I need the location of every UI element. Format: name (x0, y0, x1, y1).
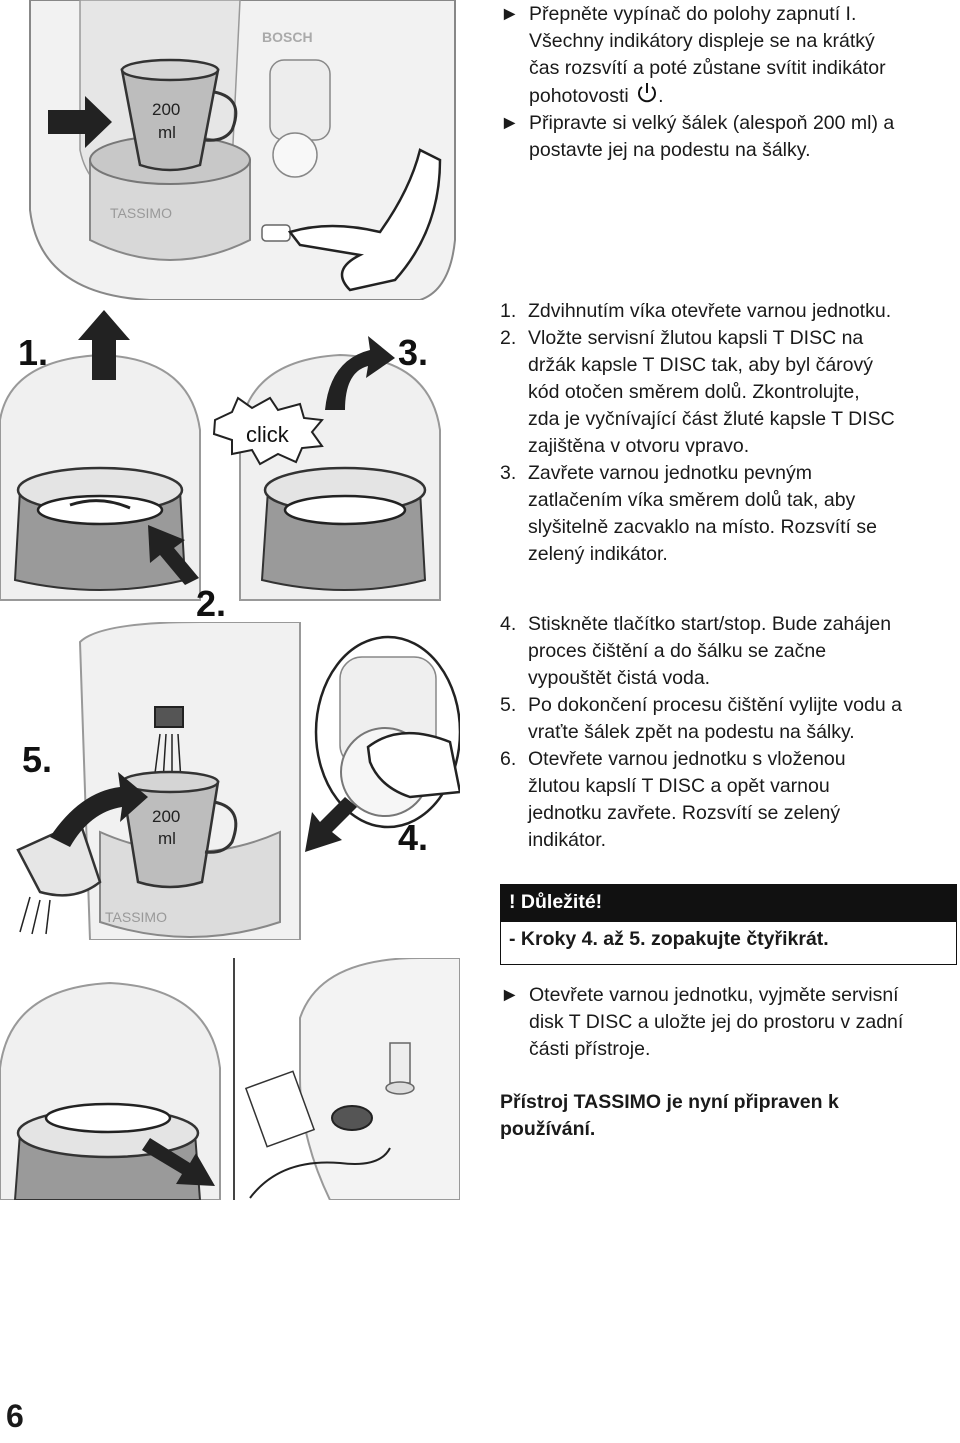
important-heading: ! Důležité! (501, 885, 956, 922)
steps-1-3: 1. Zdvihnutím víka otevřete varnou jedno… (500, 298, 955, 568)
step-line: Po dokončení procesu čištění vylijte vod… (528, 694, 902, 716)
instruction-line: čas rozsvítí a poté zůstane svítit indik… (529, 57, 886, 79)
steps-4-6: 4. Stiskněte tlačítko start/stop. Bude z… (500, 611, 955, 854)
arrow-press-icon (305, 797, 357, 852)
instruction-remove-disc: ► Otevřete varnou jednotku, vyjměte serv… (500, 982, 955, 1063)
step-number: 3. (500, 462, 517, 484)
pointer-triangle-icon: ► (500, 984, 520, 1006)
arrow-rotate-down-icon (325, 336, 395, 410)
instruction-prepare-cup: ► Připravte si velký šálek (alespoň 200 … (500, 110, 955, 164)
arrow-up-icon (78, 310, 130, 380)
step-line: jednotku zavřete. Rozsvítí se zelený (528, 802, 841, 824)
finger-icon-2 (366, 731, 460, 799)
step-number: 2. (500, 327, 517, 349)
pointer-triangle-icon: ► (500, 112, 520, 134)
cup-label-volume-2: 200 (152, 807, 180, 826)
final-instruction: ► Otevřete varnou jednotku, vyjměte serv… (500, 982, 955, 1063)
step-line: zelený indikátor. (528, 543, 668, 565)
step-number: 1. (500, 300, 517, 322)
instruction-line: Připravte si velký šálek (alespoň 200 ml… (529, 112, 895, 134)
cup-label-unit-2: ml (158, 829, 176, 848)
ready-line: Přístroj TASSIMO je nyní připraven k (500, 1091, 839, 1113)
illustration-cup-on-stand: BOSCH TASSIMO 200 ml (29, 0, 456, 300)
instruction-line: Všechny indikátory displeje se na krátký (529, 30, 875, 52)
important-notice: ! Důležité! - Kroky 4. až 5. zopakujte č… (500, 884, 957, 965)
step-line: kód otočen směrem dolů. Zkontrolujte, (528, 381, 860, 403)
power-standby-icon (638, 83, 657, 103)
cup-label-unit: ml (158, 123, 176, 142)
ready-line: používání. (500, 1118, 596, 1140)
instruction-line: pohotovosti . (529, 82, 955, 110)
step-3: 3. Zavřete varnou jednotku pevným zatlač… (500, 460, 955, 568)
illustration-steps-1-3: click 1. 2. 3. (0, 310, 441, 622)
illustration-remove-disc (0, 958, 460, 1200)
step-line: vypouštět čistá voda. (528, 667, 711, 689)
instruction-line: Otevřete varnou jednotku, vyjměte servis… (529, 984, 899, 1006)
pointer-triangle-icon: ► (500, 3, 520, 25)
fig-number-1: 1. (18, 332, 48, 373)
arrow-out-icon (142, 1138, 215, 1186)
step-line: vraťte šálek zpět na podestu na šálky. (528, 721, 855, 743)
step-5: 5. Po dokončení procesu čištění vylijte … (500, 692, 955, 746)
step-line: zatlačením víka směrem dolů tak, aby (528, 489, 856, 511)
instruction-line-text: pohotovosti (529, 85, 629, 107)
arrow-right-icon (48, 96, 112, 148)
step-line: proces čištění a do šálku se začne (528, 640, 827, 662)
step-line: Otevřete varnou jednotku s vloženou (528, 748, 846, 770)
step-number: 6. (500, 748, 517, 770)
ready-message: Přístroj TASSIMO je nyní připraven k pou… (500, 1089, 955, 1143)
fig-number-2: 2. (196, 583, 226, 622)
step-line: Zdvihnutím víka otevřete varnou jednotku… (528, 300, 892, 322)
step-line: Zavřete varnou jednotku pevným (528, 462, 812, 484)
step-line: žlutou kapslí T DISC a opět varnou (528, 775, 830, 797)
step-2: 2. Vložte servisní žlutou kapsli T DISC … (500, 325, 955, 460)
brand-tassimo-label-2: TASSIMO (105, 909, 167, 925)
instruction-switch-on: ► Přepněte vypínač do polohy zapnutí I. … (500, 1, 955, 110)
page-number: 6 (6, 1398, 24, 1434)
step-number: 5. (500, 694, 517, 716)
illustration-steps-4-5: 200 ml TASSIMO 5. 4. (16, 622, 460, 940)
arrow-diagonal-icon (148, 525, 199, 585)
instruction-line: postavte jej na podestu na šálky. (529, 139, 811, 161)
intro-instructions: ► Přepněte vypínač do polohy zapnutí I. … (500, 1, 955, 164)
step-6: 6. Otevřete varnou jednotku s vloženou ž… (500, 746, 955, 854)
click-label: click (246, 422, 290, 447)
instruction-line: části přístroje. (529, 1038, 651, 1060)
arrow-curve-icon (50, 772, 148, 847)
brand-tassimo-label: TASSIMO (110, 205, 172, 221)
step-4: 4. Stiskněte tlačítko start/stop. Bude z… (500, 611, 955, 692)
brand-bosch-label: BOSCH (262, 29, 313, 45)
important-text: - Kroky 4. až 5. zopakujte čtyřikrát. (509, 928, 829, 950)
finger-icon (287, 148, 442, 292)
step-line: držák kapsle T DISC tak, aby byl čárový (528, 354, 874, 376)
step-line: Stiskněte tlačítko start/stop. Bude zahá… (528, 613, 892, 635)
fig-number-4: 4. (398, 817, 428, 858)
step-line: slyšitelně zacvaklo na místo. Rozsvítí s… (528, 516, 877, 538)
step-line: indikátor. (528, 829, 607, 851)
step-line: zda je vyčnívající část žluté kapsle T D… (528, 408, 895, 430)
step-1: 1. Zdvihnutím víka otevřete varnou jedno… (500, 298, 955, 325)
fig-number-3: 3. (398, 332, 428, 373)
step-line: zajištěna v otvoru vpravo. (528, 435, 750, 457)
fig-number-5: 5. (22, 739, 52, 780)
instruction-line: Přepněte vypínač do polohy zapnutí I. (529, 3, 857, 25)
instruction-line: disk T DISC a uložte jej do prostoru v z… (529, 1011, 904, 1033)
cup-label-volume: 200 (152, 100, 180, 119)
step-number: 4. (500, 613, 517, 635)
step-line: Vložte servisní žlutou kapsli T DISC na (528, 327, 864, 349)
